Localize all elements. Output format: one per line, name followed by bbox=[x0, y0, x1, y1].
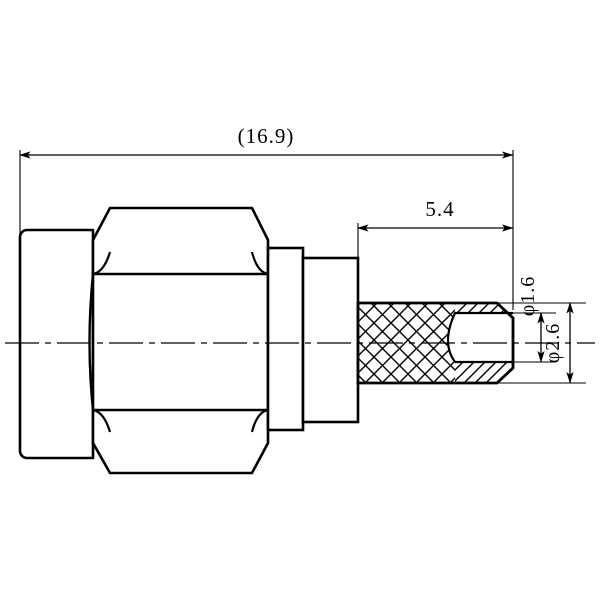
dim-label-inner-diameter: φ1.6 bbox=[517, 276, 539, 317]
crimp-sleeve-wall-hatch-bottom bbox=[455, 362, 513, 383]
crimp-sleeve-wall-hatch-top bbox=[455, 303, 513, 318]
dimension-sleeve-length: 5.4 bbox=[357, 197, 514, 300]
collar-step-2 bbox=[301, 256, 360, 424]
coupling-nut-barrel bbox=[18, 228, 95, 460]
dim-label-outer-diameter: φ2.6 bbox=[542, 323, 564, 364]
crimp-bore-outline bbox=[446, 311, 513, 364]
collar-step-1 bbox=[266, 246, 305, 432]
connector-body-group bbox=[18, 206, 515, 475]
hex-nut bbox=[91, 206, 270, 475]
dimension-outer-diameter: φ2.6 bbox=[497, 302, 586, 384]
crimp-sleeve-bore bbox=[448, 313, 513, 362]
dimension-inner-diameter: φ1.6 bbox=[500, 276, 556, 363]
hex-flat-edges bbox=[93, 272, 268, 412]
dimension-overall-length: (16.9) bbox=[19, 124, 514, 310]
dim-label-sleeve-length: 5.4 bbox=[425, 197, 454, 221]
dim-label-overall-length: (16.9) bbox=[238, 124, 295, 148]
